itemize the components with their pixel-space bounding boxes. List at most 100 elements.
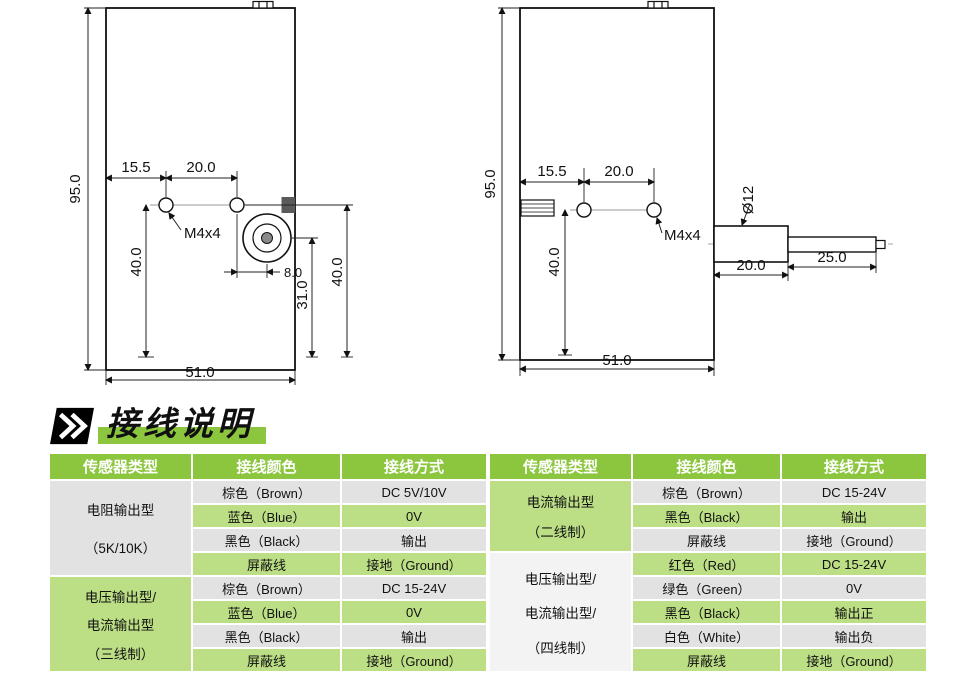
table-row: 电流输出型 （二线制） 棕色（Brown） DC 15-24V	[488, 479, 928, 553]
dim-offset-left-label: 15.5	[537, 163, 566, 180]
table-row: 屏蔽线 接地（Ground）	[489, 647, 928, 673]
table-row: 屏蔽线 接地（Ground）	[49, 551, 488, 577]
wire-method-cell: 0V	[340, 599, 488, 625]
wire-method-cell: 输出正	[780, 599, 928, 625]
col-header-sensor-type: 传感器类型	[488, 452, 633, 481]
left-drawing: 15.5 20.0 95.0 40.0 M4x4 8.0 31.0 40.0 5…	[67, 0, 353, 385]
wire-color-cell: 屏蔽线	[631, 527, 782, 553]
wire-color-cell: 蓝色（Blue）	[191, 599, 342, 625]
right-side-tab	[520, 199, 555, 217]
sensor-type-line: 电压输出型/	[524, 571, 597, 587]
wire-color-cell: 屏蔽线	[191, 551, 342, 577]
sensor-type-line: 电流输出型	[526, 495, 595, 510]
left-top-connector	[252, 0, 274, 9]
right-drawing: 15.5 20.0 95.0 40.0 M4x4 Ø12 20.0 25.0 5…	[482, 0, 893, 376]
left-mounting-holes	[158, 197, 245, 213]
table-row: 黑色（Black） 输出	[49, 527, 488, 553]
wire-method-cell: DC 15-24V	[780, 551, 928, 577]
table-header-row: 传感器类型 接线颜色 接线方式	[488, 452, 928, 481]
wire-method-cell: 输出负	[780, 623, 928, 649]
wiring-tables: 传感器类型 接线颜色 接线方式 电阻输出型 （5K/10K） 棕色（Brown）…	[48, 452, 928, 673]
wire-method-cell: 接地（Ground）	[340, 551, 488, 577]
sensor-type-line: （三线制）	[86, 646, 155, 662]
table-header-row: 传感器类型 接线颜色 接线方式	[48, 452, 488, 481]
shaft-length-label: 25.0	[817, 249, 846, 266]
dim-hole-pitch-label: 20.0	[604, 163, 633, 180]
wire-color-cell: 屏蔽线	[631, 647, 782, 673]
dim-height-label: 95.0	[67, 174, 84, 203]
wire-color-cell: 绿色（Green）	[631, 575, 782, 601]
thread-label: M4x4	[664, 227, 701, 244]
wire-color-cell: 棕色（Brown）	[631, 479, 782, 505]
sensor-type-cell: 电流输出型 （二线制）	[488, 479, 633, 553]
flange-length-label: 20.0	[736, 257, 765, 274]
wire-color-cell: 红色（Red）	[631, 551, 782, 577]
wire-method-cell: 0V	[780, 575, 928, 601]
title-highlight-bar	[98, 427, 266, 444]
dim-8-label: 8.0	[284, 265, 302, 280]
sensor-type-line: （5K/10K）	[84, 541, 157, 556]
right-body-outline	[519, 7, 715, 361]
left-shaft-end-view	[242, 213, 292, 263]
wire-color-cell: 黑色（Black）	[631, 599, 782, 625]
dim-hole-pitch-label: 20.0	[186, 159, 215, 176]
right-top-connector	[647, 0, 669, 9]
sensor-type-cell: 电压输出型/ 电流输出型/ （四线制）	[488, 551, 633, 673]
col-header-wire-method: 接线方式	[340, 452, 488, 481]
table-row: 电压输出型/ 电流输出型/ （四线制） 红色（Red） DC 15-24V	[488, 551, 928, 673]
table-row: 电阻输出型 （5K/10K） 棕色（Brown） DC 5V/10V	[48, 479, 488, 577]
col-header-sensor-type: 传感器类型	[48, 452, 193, 481]
sensor-type-cell: 电压输出型/ 电流输出型 （三线制）	[48, 575, 193, 673]
sensor-type-line: （四线制）	[526, 640, 595, 656]
table-row: 屏蔽线 接地（Ground）	[489, 527, 928, 553]
right-shaft-assembly	[708, 225, 893, 263]
col-header-wire-color: 接线颜色	[191, 452, 342, 481]
dim-40-inner-label: 40.0	[128, 247, 145, 276]
wire-color-cell: 棕色（Brown）	[191, 479, 342, 505]
wire-method-cell: 0V	[340, 503, 488, 529]
right-dimension-lines	[498, 6, 878, 376]
wire-method-cell: 接地（Ground）	[780, 527, 928, 553]
dim-offset-left-label: 15.5	[121, 159, 150, 176]
right-dimension-labels: 15.5 20.0 95.0 40.0 M4x4 Ø12 20.0 25.0 5…	[482, 163, 847, 369]
table-row: 黑色（Black） 输出	[49, 623, 488, 649]
dim-40-label: 40.0	[546, 247, 563, 276]
right-mounting-holes	[576, 202, 662, 218]
sensor-type-line: 电阻输出型	[86, 503, 155, 518]
sensor-type-line: 电流输出型/	[524, 606, 597, 621]
wire-method-cell: 接地（Ground）	[340, 647, 488, 673]
table-row: 蓝色（Blue） 0V	[49, 503, 488, 529]
table-row: 蓝色（Blue） 0V	[49, 599, 488, 625]
sensor-type-line: 电流输出型	[86, 618, 155, 633]
wiring-table-right: 传感器类型 接线颜色 接线方式 电流输出型 （二线制） 棕色（Brown） DC…	[488, 452, 928, 673]
table-row: 白色（White） 输出负	[489, 623, 928, 649]
double-chevron-icon	[50, 407, 94, 445]
table-row: 黑色（Black） 输出	[489, 503, 928, 529]
col-header-wire-color: 接线颜色	[631, 452, 782, 481]
thread-label: M4x4	[184, 225, 221, 242]
section-header: 接线说明	[50, 403, 266, 445]
table-row: 电压输出型/ 电流输出型 （三线制） 棕色（Brown） DC 15-24V	[48, 575, 488, 673]
wire-color-cell: 黑色（Black）	[191, 623, 342, 649]
left-dimension-lines	[84, 6, 353, 385]
sensor-type-line: （二线制）	[526, 525, 595, 540]
sensor-type-line: 电压输出型/	[84, 589, 157, 605]
left-dimension-labels: 15.5 20.0 95.0 40.0 M4x4 8.0 31.0 40.0 5…	[67, 159, 346, 381]
wire-method-cell: DC 5V/10V	[340, 479, 488, 505]
wire-method-cell: DC 15-24V	[340, 575, 488, 601]
table-row: 绿色（Green） 0V	[489, 575, 928, 601]
section-title: 接线说明	[106, 407, 254, 443]
wire-color-cell: 屏蔽线	[191, 647, 342, 673]
dim-40-outer-label: 40.0	[329, 257, 346, 286]
dim-height-label: 95.0	[482, 169, 499, 198]
technical-drawings: 15.5 20.0 95.0 40.0 M4x4 8.0 31.0 40.0 5…	[67, 0, 893, 385]
sensor-type-cell: 电阻输出型 （5K/10K）	[48, 479, 193, 577]
wire-method-cell: DC 15-24V	[780, 479, 928, 505]
table-row: 屏蔽线 接地（Ground）	[49, 647, 488, 673]
wiring-table-left: 传感器类型 接线颜色 接线方式 电阻输出型 （5K/10K） 棕色（Brown）…	[48, 452, 488, 673]
wire-color-cell: 棕色（Brown）	[191, 575, 342, 601]
wire-color-cell: 蓝色（Blue）	[191, 503, 342, 529]
col-header-wire-method: 接线方式	[780, 452, 928, 481]
wire-color-cell: 黑色（Black）	[191, 527, 342, 553]
